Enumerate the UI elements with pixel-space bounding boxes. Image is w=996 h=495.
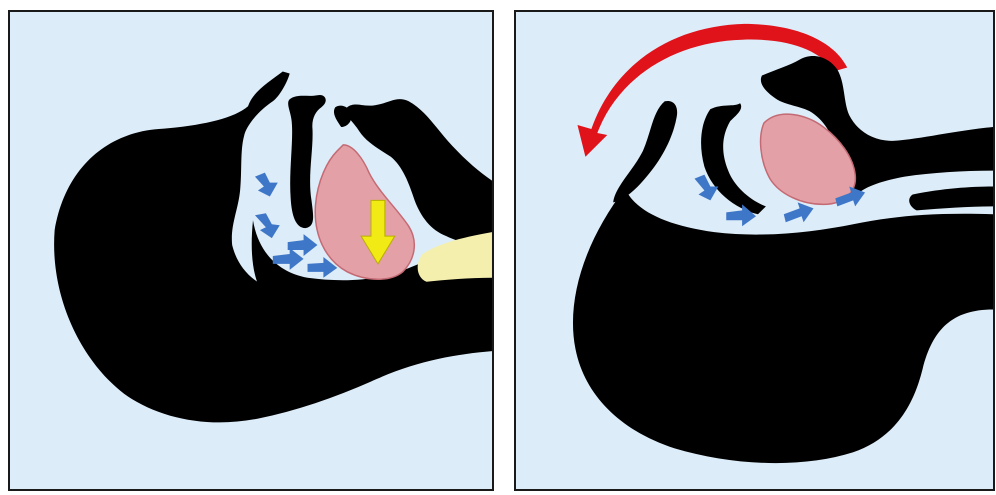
palate-silhouette — [909, 187, 993, 211]
chin-silhouette — [613, 101, 677, 202]
airflow-arrow — [255, 173, 278, 197]
left-diagram — [10, 12, 492, 489]
right-diagram — [516, 12, 993, 489]
airflow-arrow — [255, 213, 280, 238]
airflow-arrow — [784, 202, 814, 222]
right-panel — [514, 10, 995, 491]
head-silhouette — [573, 189, 993, 464]
left-panel — [8, 10, 494, 491]
